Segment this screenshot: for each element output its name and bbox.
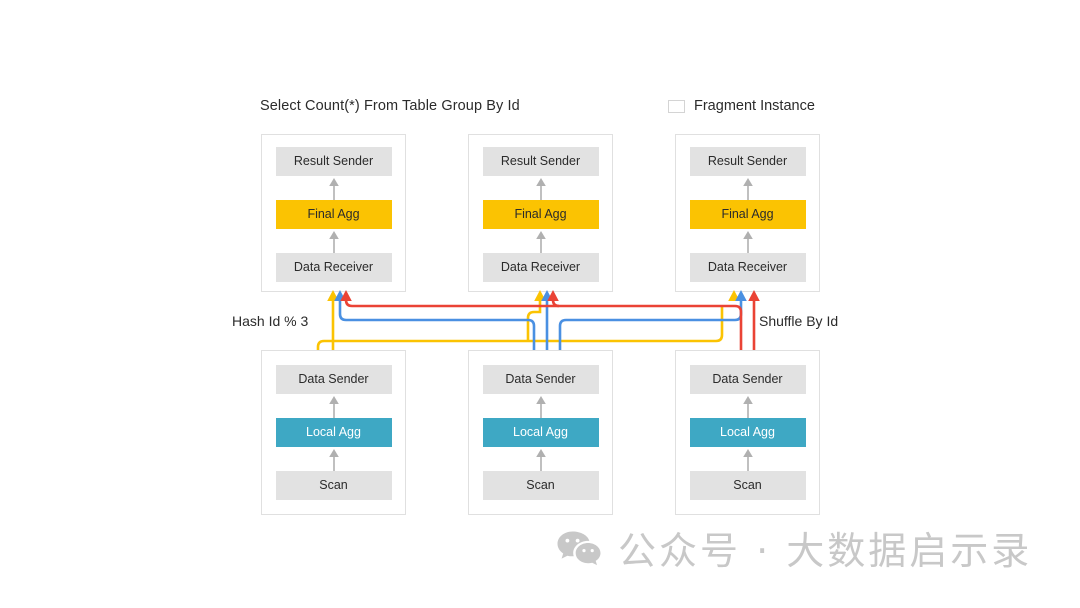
fragment-instance-top-1[interactable]: Result Sender Final Agg Data Receiver <box>468 134 613 292</box>
shuffle-label: Shuffle By Id <box>759 313 839 329</box>
wire-red-2-0 <box>344 299 743 350</box>
node-data-receiver[interactable]: Data Receiver <box>689 253 806 282</box>
wire-red-2-1 <box>551 299 560 308</box>
connector-arrow-up <box>483 394 599 418</box>
node-scan[interactable]: Scan <box>482 471 599 500</box>
node-result-sender[interactable]: Result Sender <box>689 147 806 176</box>
connector-arrow-up <box>483 176 599 200</box>
node-result-sender[interactable]: Result Sender <box>482 147 599 176</box>
node-scan[interactable]: Scan <box>275 471 392 500</box>
node-data-sender[interactable]: Data Sender <box>275 365 392 394</box>
connector-arrow-up <box>276 176 392 200</box>
connector-arrow-up <box>690 394 806 418</box>
node-local-agg[interactable]: Local Agg <box>275 418 392 447</box>
fragment-instance-bottom-2[interactable]: Data Sender Local Agg Scan <box>675 350 820 515</box>
connector-arrow-up <box>276 394 392 418</box>
node-final-agg[interactable]: Final Agg <box>275 200 392 229</box>
node-data-sender[interactable]: Data Sender <box>482 365 599 394</box>
connector-arrow-up <box>276 229 392 253</box>
watermark-text: 公众号 · 大数据启示录 <box>618 529 1033 573</box>
page-title: Select Count(*) From Table Group By Id <box>260 98 520 114</box>
fragment-instance-bottom-0[interactable]: Data Sender Local Agg Scan <box>261 350 406 515</box>
node-data-receiver[interactable]: Data Receiver <box>275 253 392 282</box>
fragment-instance-swatch-icon <box>668 99 685 113</box>
connector-arrow-up <box>690 176 806 200</box>
node-result-sender[interactable]: Result Sender <box>275 147 392 176</box>
watermark: 公众号 · 大数据启示录 <box>556 520 1032 575</box>
node-data-sender[interactable]: Data Sender <box>689 365 806 394</box>
node-local-agg[interactable]: Local Agg <box>689 418 806 447</box>
fragment-instance-bottom-1[interactable]: Data Sender Local Agg Scan <box>468 350 613 515</box>
fragment-instance-top-2[interactable]: Result Sender Final Agg Data Receiver <box>675 134 820 292</box>
fragment-instance-top-0[interactable]: Result Sender Final Agg Data Receiver <box>261 134 406 292</box>
connector-arrow-up <box>483 447 599 471</box>
connector-arrow-up <box>483 229 599 253</box>
wire-blue-1-0 <box>338 299 536 350</box>
wire-yellow-mid-riser <box>526 299 542 341</box>
connector-arrow-up <box>690 447 806 471</box>
node-final-agg[interactable]: Final Agg <box>482 200 599 229</box>
wechat-icon <box>557 531 601 565</box>
node-scan[interactable]: Scan <box>689 471 806 500</box>
legend-label: Fragment Instance <box>694 98 815 114</box>
wire-yellow-0-2 <box>316 305 724 350</box>
hash-label: Hash Id % 3 <box>232 313 309 329</box>
connector-arrow-up <box>276 447 392 471</box>
node-local-agg[interactable]: Local Agg <box>482 418 599 447</box>
node-final-agg[interactable]: Final Agg <box>689 200 806 229</box>
node-data-receiver[interactable]: Data Receiver <box>482 253 599 282</box>
legend: Fragment Instance <box>668 98 815 114</box>
connector-arrow-up <box>690 229 806 253</box>
wire-blue-1-2 <box>558 299 743 350</box>
